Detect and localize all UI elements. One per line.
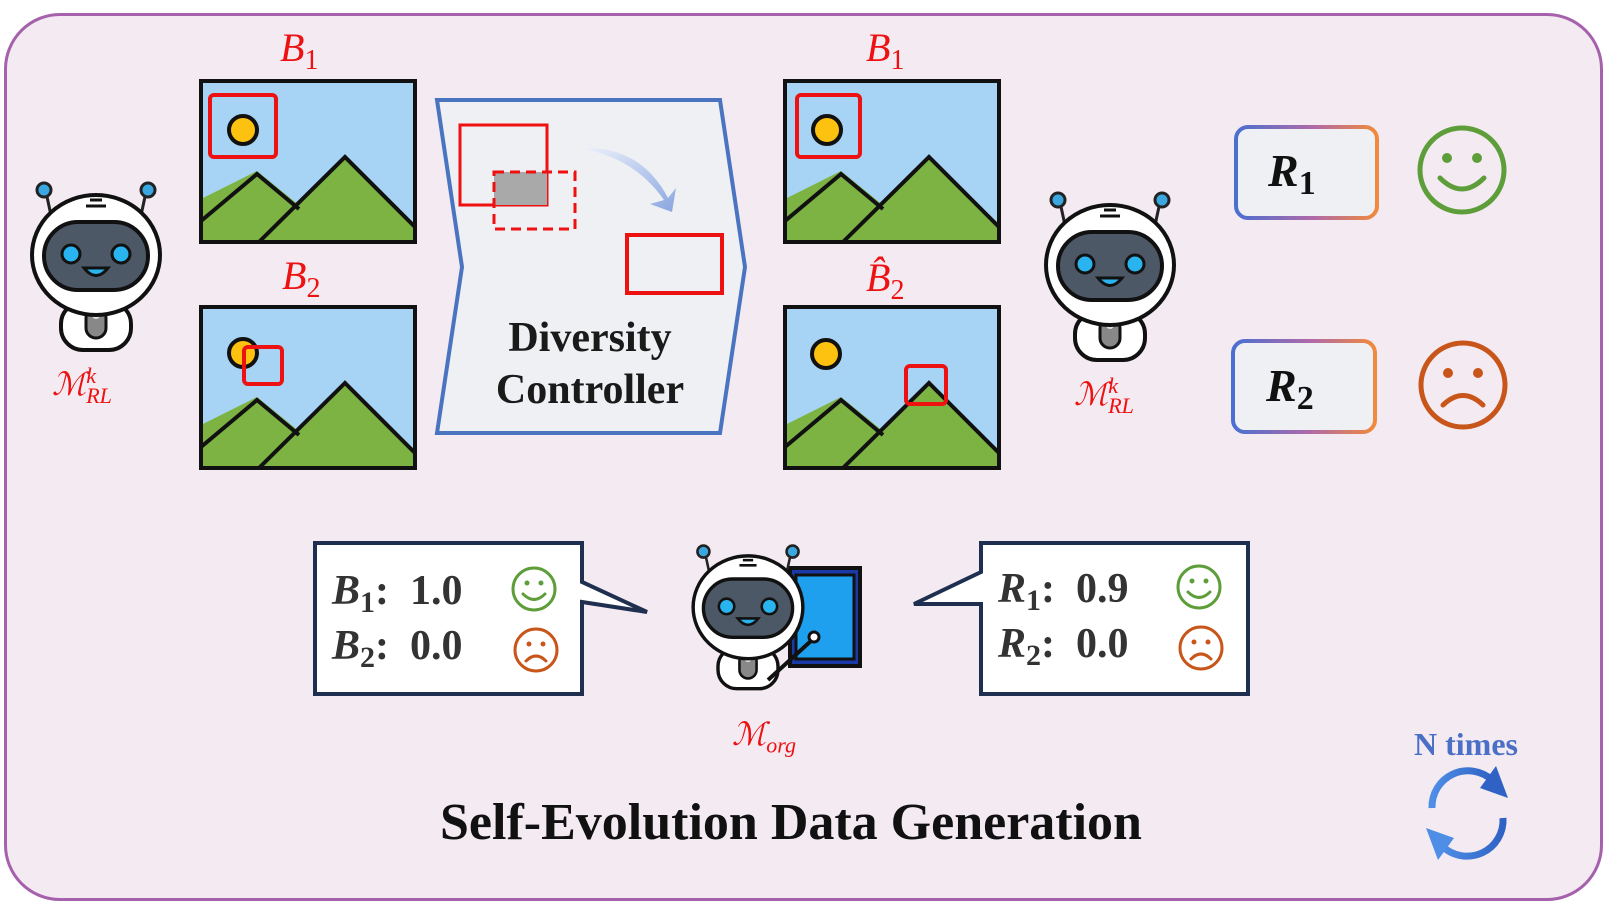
label-output-b2-hat: B̂2 [866,255,905,306]
controller-box-new [625,233,724,295]
robot-rl-right [1044,191,1176,362]
controller-box-shifted [492,170,577,231]
output-image-b2 [783,305,1001,470]
happy-face-icon [1417,125,1507,215]
robot-rl-left [30,181,162,352]
bbox-b1-output [795,93,862,159]
diversity-controller [434,98,748,435]
bbox-b2-output [904,364,948,406]
loop-label: N times [1414,726,1518,762]
score-r2: R2: 0.0 [998,621,1129,672]
bubble-sad-icon-b2 [513,627,559,673]
bubble-happy-icon-r1 [1176,564,1222,610]
controller-arrow [580,147,676,212]
controller-overlap [494,172,547,205]
bubble-happy-icon-b1 [511,566,557,612]
sad-face-icon [1418,340,1508,430]
loop-icon [1426,766,1508,860]
right-speech-bubble [913,541,1250,696]
score-b2: B2: 0.0 [332,623,463,674]
left-speech-bubble [313,541,648,696]
score-r1: R1: 0.9 [998,566,1129,617]
bbox-b1-input [208,93,278,159]
score-b1: B1: 1.0 [332,568,463,619]
reward-box-r1 [1234,125,1379,220]
bubble-sad-icon-r2 [1178,625,1224,671]
reward-box-r2 [1231,339,1377,434]
output-image-b1 [783,79,1001,244]
reward-label-r2: R2 [1266,360,1314,417]
robot-org-teacher [691,543,862,691]
label-input-b1: B1 [280,25,319,76]
reward-label-r1: R1 [1268,145,1316,202]
bbox-b2-input [242,345,284,386]
model-label-org: ℳorg [732,716,796,758]
label-input-b2: B2 [282,253,321,304]
diagram-title: Self-Evolution Data Generation [440,794,1142,851]
input-image-b1 [199,79,417,244]
label-output-b1: B1 [866,25,905,76]
input-image-b2 [199,305,417,470]
controller-label: Diversity Controller [495,315,685,413]
